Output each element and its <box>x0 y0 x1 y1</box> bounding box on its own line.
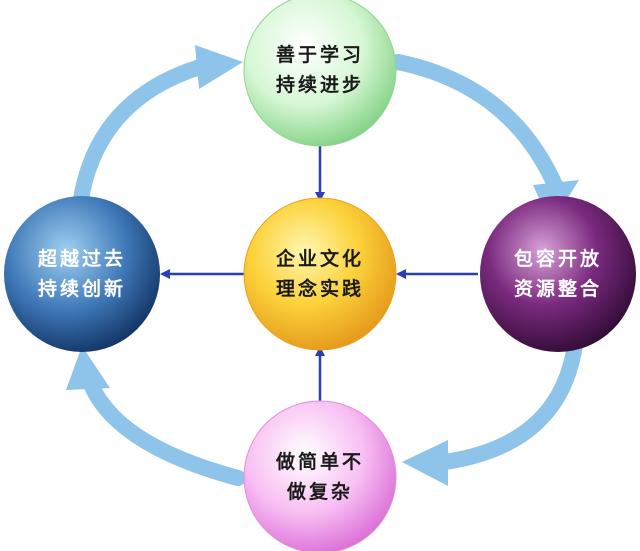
cycle-arrow-bottom-to-left <box>66 346 246 486</box>
node-right-circle <box>480 196 636 352</box>
cycle-arrow-left-to-top <box>72 45 243 213</box>
node-center-circle <box>243 197 397 351</box>
cycle-arrow-right-to-bottom <box>402 337 583 486</box>
node-bottom-circle <box>243 400 397 551</box>
node-left-circle <box>4 196 160 352</box>
node-top-circle <box>243 0 397 147</box>
